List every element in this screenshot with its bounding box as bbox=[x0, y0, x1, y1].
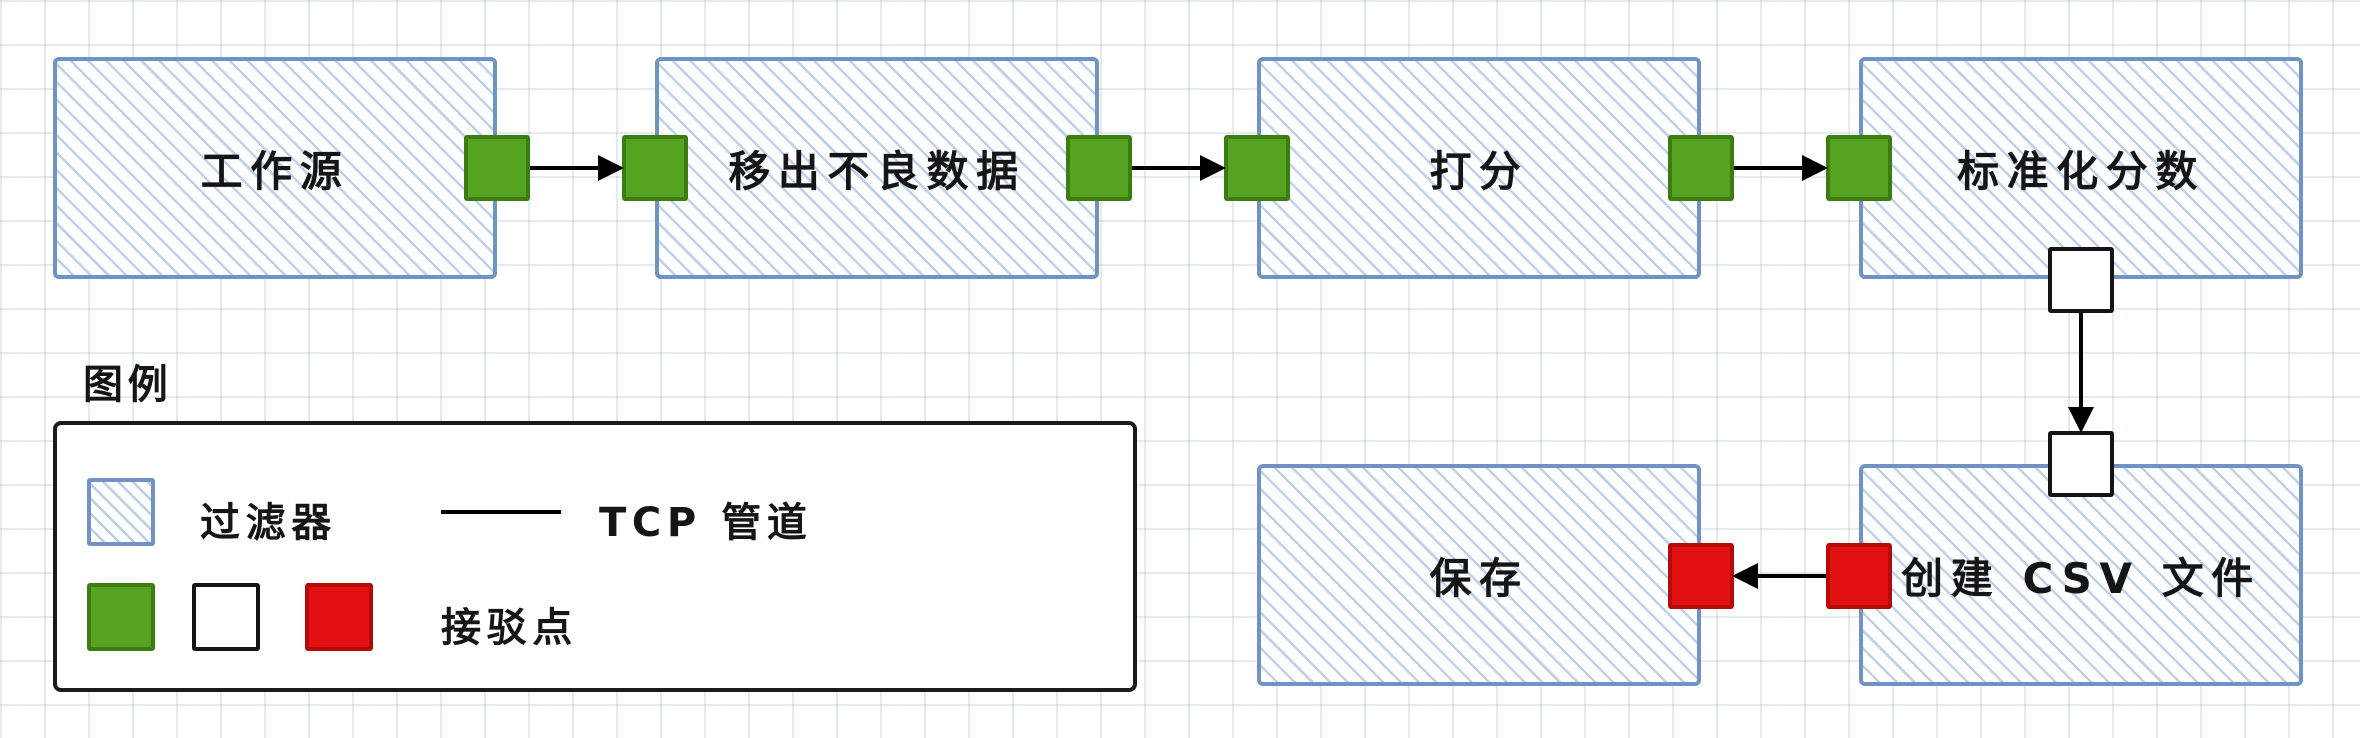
node-normalize-scores-label: 标准化分数 bbox=[1957, 146, 2205, 196]
node-score-label: 打分 bbox=[1429, 146, 1529, 196]
node-work-source[interactable]: 工作源 bbox=[53, 57, 497, 279]
arrow-shaft bbox=[1734, 166, 1806, 170]
port-green-score-out[interactable] bbox=[1668, 135, 1734, 201]
node-remove-bad-data[interactable]: 移出不良数据 bbox=[655, 57, 1099, 279]
node-create-csv-file[interactable]: 创建 CSV 文件 bbox=[1859, 464, 2303, 686]
node-remove-bad-data-label: 移出不良数据 bbox=[728, 146, 1026, 196]
arrow-shaft bbox=[1132, 166, 1204, 170]
arrow-shaft bbox=[530, 166, 602, 170]
arrowhead-left-icon bbox=[1732, 563, 1758, 589]
port-green-remove-in[interactable] bbox=[622, 135, 688, 201]
node-work-source-label: 工作源 bbox=[200, 146, 350, 196]
node-save-label: 保存 bbox=[1429, 553, 1529, 603]
legend-port-label: 接驳点 bbox=[441, 605, 578, 651]
node-save[interactable]: 保存 bbox=[1257, 464, 1701, 686]
node-create-csv-file-label: 创建 CSV 文件 bbox=[1901, 553, 2261, 603]
arrow-shaft bbox=[1754, 574, 1826, 578]
port-green-remove-out[interactable] bbox=[1066, 135, 1132, 201]
arrowhead-right-icon bbox=[598, 155, 624, 181]
arrow-shaft bbox=[2079, 313, 2083, 411]
port-red-save-in[interactable] bbox=[1668, 543, 1734, 609]
port-red-create-csv-out[interactable] bbox=[1826, 543, 1892, 609]
port-white-normalize-out[interactable] bbox=[2048, 247, 2114, 313]
legend-title: 图例 bbox=[83, 362, 173, 408]
port-green-score-in[interactable] bbox=[1224, 135, 1290, 201]
legend-filter-swatch-icon bbox=[87, 478, 155, 546]
legend-port-red-swatch-icon bbox=[305, 583, 373, 651]
legend-tcp-label: TCP 管道 bbox=[599, 500, 813, 546]
legend-box: 过滤器 TCP 管道 接驳点 bbox=[53, 421, 1137, 692]
legend-port-green-swatch-icon bbox=[87, 583, 155, 651]
port-green-normalize-in[interactable] bbox=[1826, 135, 1892, 201]
arrowhead-right-icon bbox=[1200, 155, 1226, 181]
port-white-create-csv-in[interactable] bbox=[2048, 431, 2114, 497]
arrowhead-right-icon bbox=[1802, 155, 1828, 181]
node-score[interactable]: 打分 bbox=[1257, 57, 1701, 279]
legend-port-white-swatch-icon bbox=[192, 583, 260, 651]
port-green-source-out[interactable] bbox=[464, 135, 530, 201]
node-normalize-scores[interactable]: 标准化分数 bbox=[1859, 57, 2303, 279]
arrowhead-down-icon bbox=[2068, 407, 2094, 433]
legend-tcp-line-icon bbox=[441, 510, 561, 514]
legend-filter-label: 过滤器 bbox=[200, 500, 337, 546]
